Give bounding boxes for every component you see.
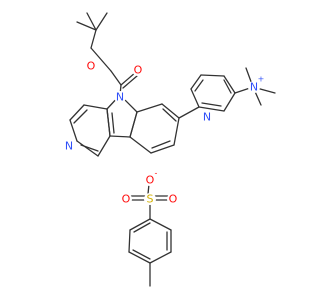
atom-o-sulfonate-left: O <box>122 193 131 206</box>
boc-carbamate <box>90 47 138 96</box>
atom-labels: O O N N N N + S O - O O <box>63 60 264 206</box>
atom-n-ammonium: N <box>250 81 258 94</box>
tosylate-anion <box>128 183 172 287</box>
tert-butyl-group <box>76 12 108 49</box>
atom-o-carbonyl: O <box>134 64 143 77</box>
atom-o-sulfonate-anion: O <box>146 174 155 187</box>
tosyl-benzene-ring <box>128 218 172 264</box>
atom-o-ester: O <box>87 60 96 73</box>
atom-n-pyridine: N <box>65 140 73 153</box>
cation-structure <box>69 12 276 157</box>
atom-n-indole: N <box>116 91 124 104</box>
sulfonate-minus-charge: - <box>155 169 158 178</box>
pyridyl-ring <box>190 74 236 112</box>
biaryl-bond <box>178 106 200 119</box>
atom-n-pyridyl: N <box>203 111 211 124</box>
fused-pyridine-ring <box>69 104 115 157</box>
ammonium-plus-charge: + <box>258 75 265 84</box>
fused-benzene-ring <box>129 103 180 154</box>
atom-s-sulfonate: S <box>147 193 154 206</box>
atom-o-sulfonate-right: O <box>169 193 178 206</box>
molecule-canvas: O O N N N N + S O - O O <box>63 12 276 287</box>
